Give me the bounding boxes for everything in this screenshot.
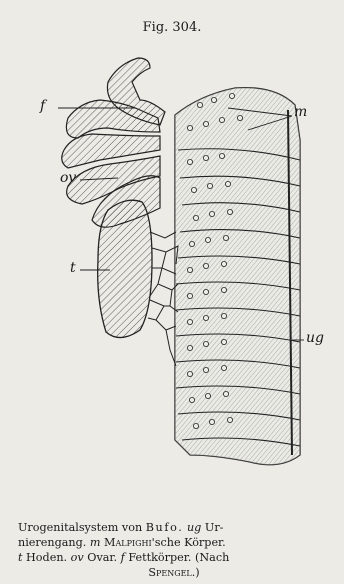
caption-text: Ovar. (84, 551, 121, 564)
caption-text: Ur- (201, 521, 223, 534)
caption-text: Urogenitalsystem von (18, 521, 146, 534)
urogenital-system-illustration (0, 40, 344, 520)
caption-abbrev: m (90, 536, 101, 549)
label-ov: ov (60, 170, 76, 186)
label-t: t (70, 260, 76, 276)
caption-text: Hoden. (23, 551, 71, 564)
caption-abbrev: ug (183, 521, 201, 534)
testis (98, 200, 152, 337)
caption-text: nierengang. (18, 536, 90, 549)
caption-line: nierengang. m Malpighi'sche Körper. (18, 535, 330, 550)
label-m: m (294, 104, 307, 120)
label-f: f (40, 98, 45, 114)
kidney (175, 88, 300, 465)
caption-text: 'sche Körper. (152, 536, 226, 549)
caption-line: Urogenitalsystem von Bufo. ug Ur- (18, 520, 330, 535)
caption-name: Malpighi (101, 536, 152, 549)
caption-text: Fettkörper. (Nach (125, 551, 230, 564)
figure-title: Fig. 304. (0, 20, 344, 35)
caption-genus: Bufo. (146, 521, 184, 534)
figure-caption: Urogenitalsystem von Bufo. ug Ur- nieren… (18, 520, 330, 580)
caption-abbrev: ov (71, 551, 84, 564)
caption-line: t Hoden. ov Ovar. f Fettkörper. (Nach (18, 550, 330, 565)
caption-line: Spengel.) (18, 565, 330, 580)
label-ug: ug (306, 330, 324, 346)
caption-name: Spengel.) (148, 566, 199, 579)
